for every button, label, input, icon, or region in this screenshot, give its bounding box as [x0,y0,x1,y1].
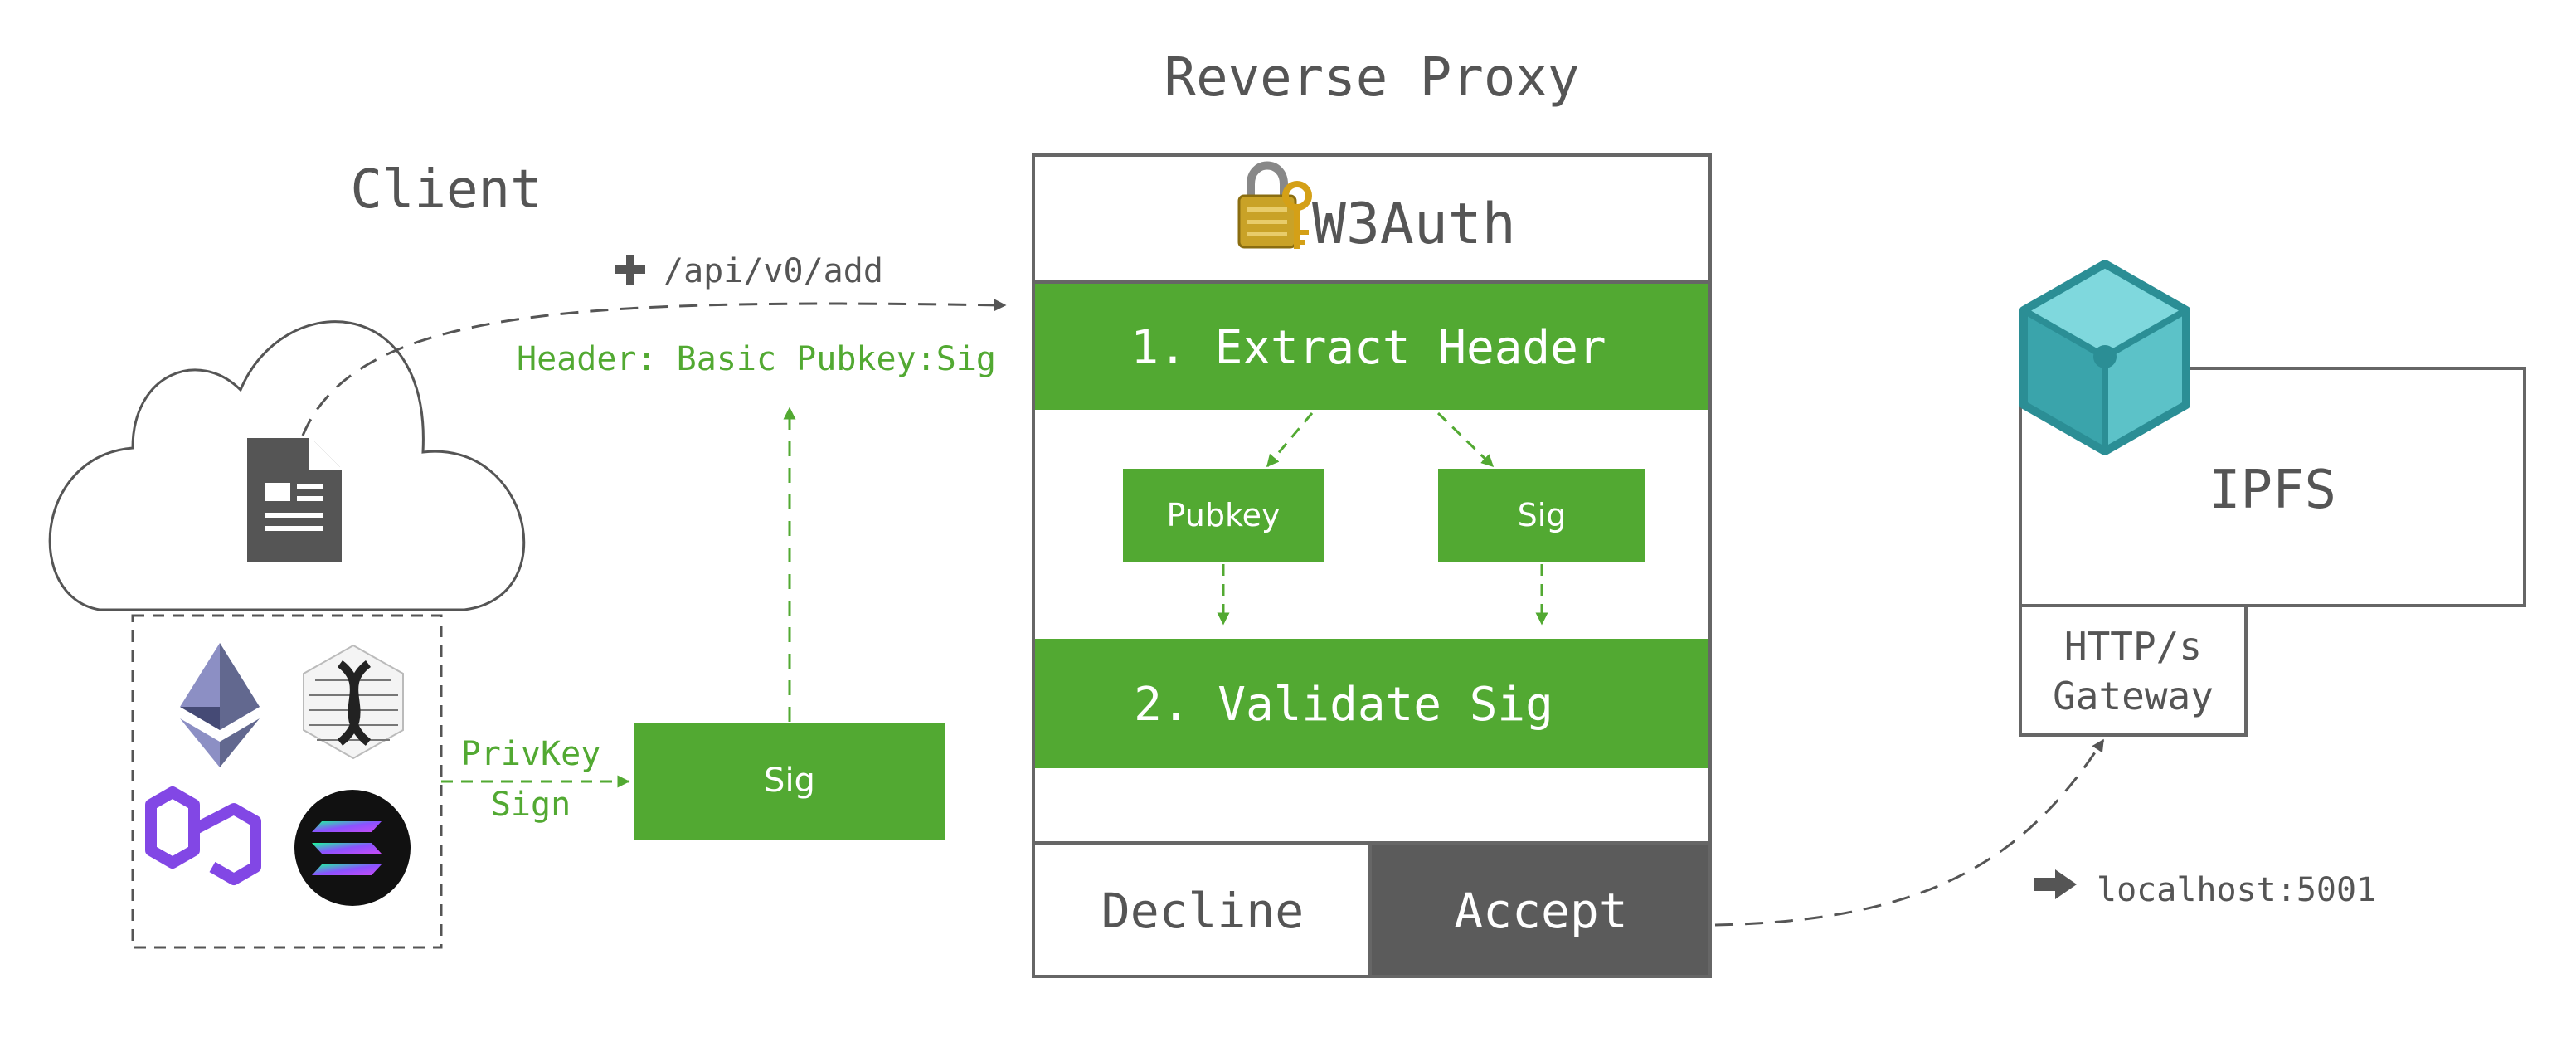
document-icon [247,438,342,562]
proxy-sig-label: Sig [1518,497,1567,533]
polygon-icon [145,786,261,885]
to-pubkey-arrow [1266,412,1314,468]
client-sig-box [634,723,945,840]
gateway-box [2019,604,2248,737]
sign-label: Sign [491,786,571,824]
ethereum-icon [180,643,260,767]
solana-icon [294,790,411,906]
request-arrow [301,299,1007,436]
decline-box [1035,845,1370,975]
pubkey-box [1123,469,1324,562]
accept-box [1372,845,1708,975]
extract-header-label: 1. Extract Header [1130,321,1606,375]
validate-sig-label: 2. Validate Sig [1134,678,1553,732]
privkey-label: PrivKey [461,735,601,773]
plus-icon [615,255,645,285]
localhost-label: localhost:5001 [2097,871,2376,909]
client-title: Client [350,159,542,221]
w3auth-brand: W3Auth [1312,192,1516,257]
api-endpoint-label: /api/v0/add [663,252,883,290]
accept-label: Accept [1454,883,1628,939]
proxy-sig-box [1438,469,1645,562]
ipfs-cube-icon [2019,260,2190,455]
ipfs-title: IPFS [2209,460,2336,521]
lock-key-icon [1237,161,1312,249]
chains-box [131,614,443,949]
chainlink-icon [303,644,404,760]
forward-arrow [1714,738,2105,927]
gateway-line1: HTTP/s [2064,624,2202,669]
header-label: Header: Basic Pubkey:Sig [517,340,996,378]
gateway-line2: Gateway [2053,674,2214,718]
client-sig-label: Sig [764,762,815,800]
pubkey-label: Pubkey [1167,497,1281,533]
validate-sig-box [1035,639,1708,768]
right-arrow-icon [2034,869,2077,899]
decline-label: Decline [1101,883,1304,939]
to-sig-arrow [1436,411,1495,468]
extract-header-box [1035,284,1708,410]
proxy-title: Reverse Proxy [1164,47,1580,109]
